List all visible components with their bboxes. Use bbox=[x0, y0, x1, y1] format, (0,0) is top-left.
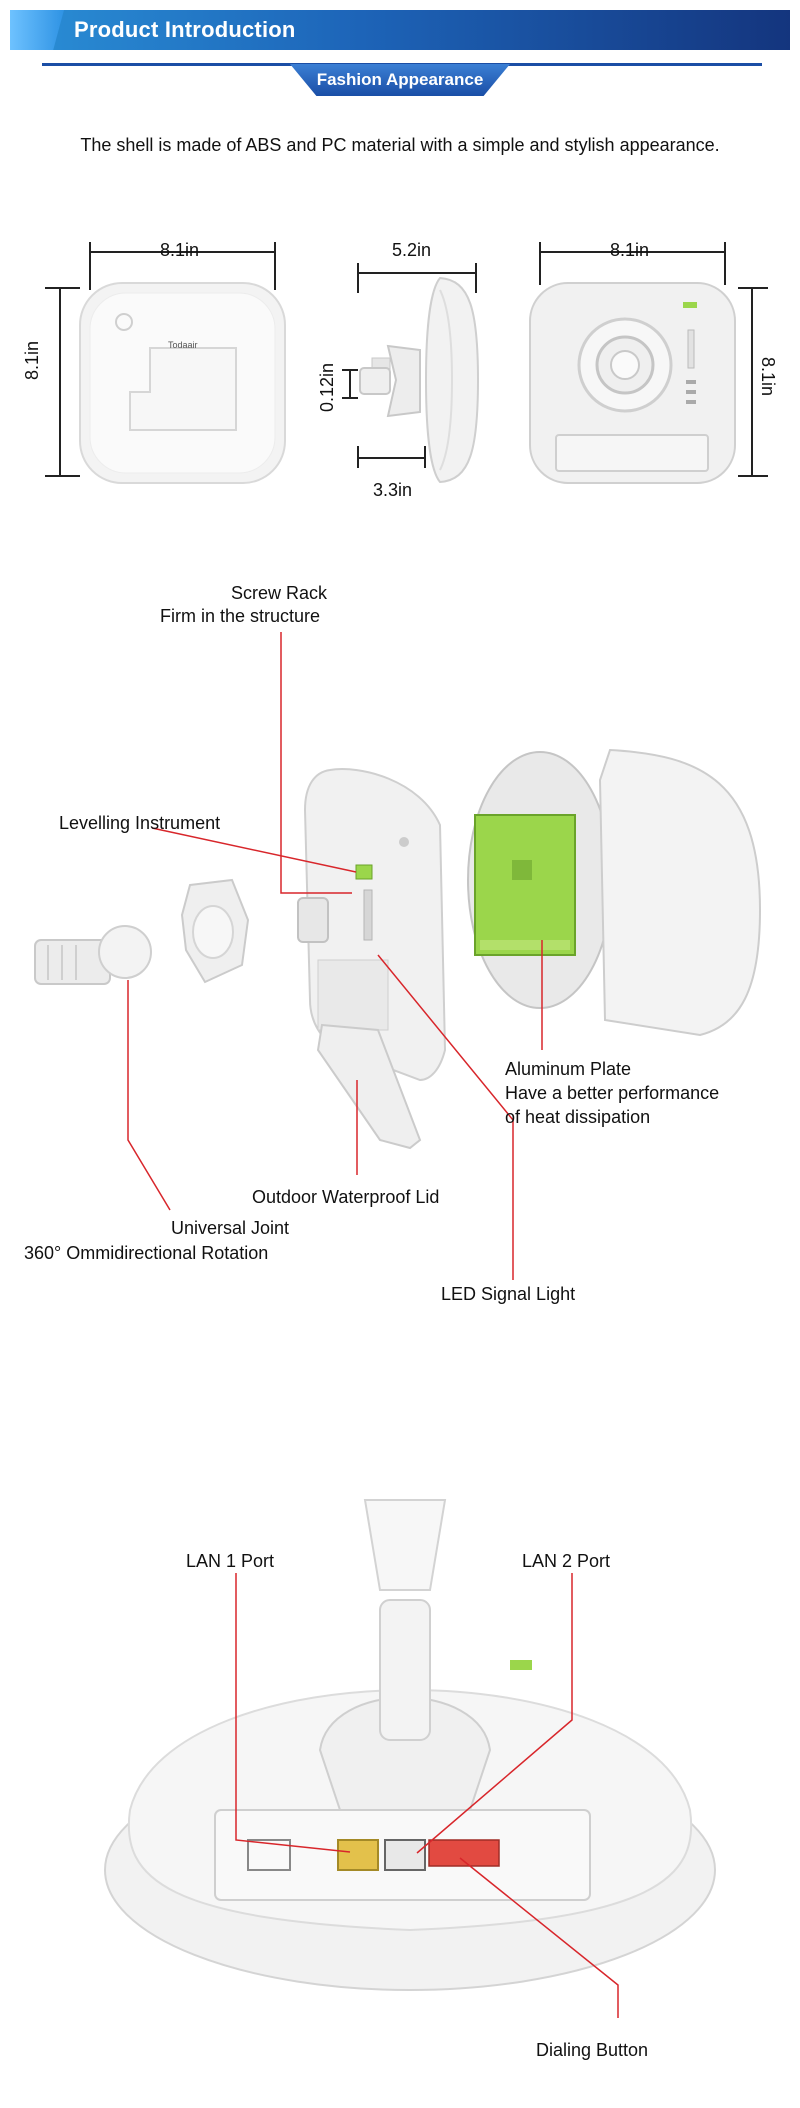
ports-view-diagram bbox=[104, 1499, 716, 2018]
aluminum-plate bbox=[467, 751, 613, 1009]
section-badge bbox=[290, 64, 510, 96]
lan2-callout bbox=[416, 1573, 573, 1854]
front-width-label: 8.1in bbox=[160, 240, 200, 260]
lid-label: Outdoor Waterproof Lid bbox=[252, 1187, 440, 1207]
dialing-callout bbox=[459, 1857, 619, 2018]
brand-logo: Todaair bbox=[168, 340, 198, 350]
dialing-label: Dialing Button bbox=[536, 2040, 649, 2060]
lan2-label: LAN 2 Port bbox=[522, 1551, 611, 1571]
back-view-device bbox=[529, 282, 736, 484]
side-view-device bbox=[359, 276, 480, 484]
led-callout bbox=[377, 954, 514, 1280]
joint-desc: 360° Ommidirectional Rotation bbox=[24, 1243, 269, 1263]
mount-assembly bbox=[318, 1499, 492, 1811]
back-width-label: 8.1in bbox=[610, 240, 650, 260]
front-height-label: 8.1in bbox=[22, 340, 42, 380]
levelling-label: Levelling Instrument bbox=[59, 813, 221, 833]
aluminum-desc-1: Have a better performance bbox=[505, 1083, 720, 1103]
dimension-drawings bbox=[45, 242, 768, 484]
aluminum-title: Aluminum Plate bbox=[505, 1059, 632, 1079]
levelling-callout bbox=[151, 827, 357, 873]
mount-nut bbox=[180, 878, 250, 984]
side-mount-width-label: 3.3in bbox=[373, 480, 413, 500]
ports-callout-lines bbox=[235, 1573, 619, 2018]
led-label: LED Signal Light bbox=[441, 1284, 576, 1304]
screw-rack-title: Screw Rack bbox=[231, 583, 328, 603]
screw-rack-desc: Firm in the structure bbox=[160, 606, 321, 626]
universal-joint bbox=[34, 925, 152, 985]
back-cover bbox=[598, 748, 762, 1037]
lan1-callout bbox=[235, 1573, 351, 1853]
side-mount-height-label: 0.12in bbox=[317, 362, 337, 412]
side-depth-label: 5.2in bbox=[392, 240, 432, 260]
header-bar bbox=[10, 10, 790, 50]
aluminum-desc-2: of heat dissipation bbox=[505, 1107, 651, 1127]
exploded-view-diagram bbox=[34, 632, 762, 1280]
joint-callout bbox=[127, 980, 171, 1211]
lan1-label: LAN 1 Port bbox=[186, 1551, 275, 1571]
screw-rack-callout bbox=[280, 632, 352, 894]
main-housing bbox=[297, 768, 447, 1082]
back-height-label: 8.1in bbox=[758, 357, 778, 397]
joint-title: Universal Joint bbox=[171, 1218, 290, 1238]
page-title: Product Introduction bbox=[74, 17, 296, 42]
header-tab-accent bbox=[10, 10, 64, 50]
section-title: Fashion Appearance bbox=[316, 70, 484, 89]
callout-lines bbox=[127, 632, 543, 1280]
waterproof-lid bbox=[316, 1023, 422, 1150]
intro-text: The shell is made of ABS and PC material… bbox=[80, 135, 720, 155]
front-view-device bbox=[79, 282, 286, 484]
